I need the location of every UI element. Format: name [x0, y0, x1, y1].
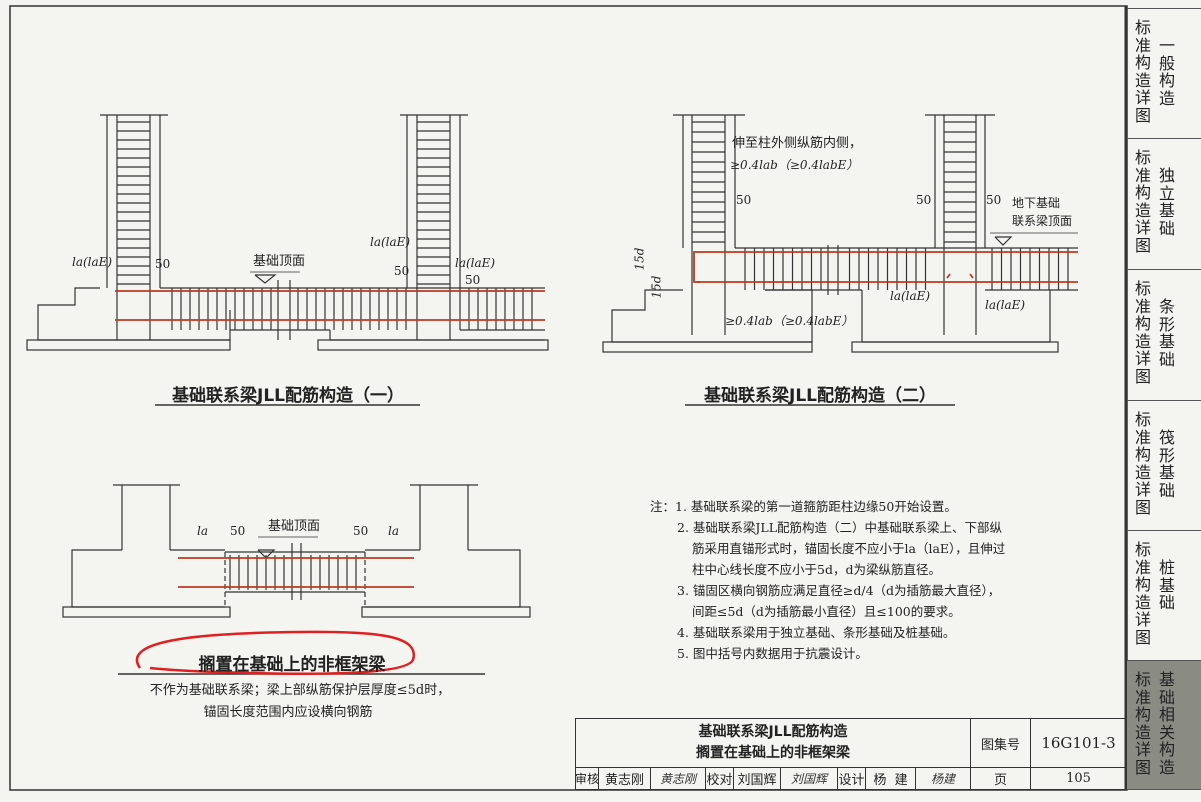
sidebar-item-label: 一般构造: [1159, 36, 1176, 108]
sidebar-item-foundation-related[interactable]: 标准构造详图基础相关构造: [1127, 660, 1201, 790]
diagram3-rebar: [178, 557, 414, 588]
notes: 注：1. 基础联系梁的第一道箍筋距柱边缘50开始设置。 2. 基础联系梁JLL配…: [650, 496, 1005, 664]
d2-fifty-a: 50: [736, 193, 752, 207]
d2-fifty-c: 50: [986, 193, 1002, 207]
checker-signature: 刘国辉: [780, 767, 838, 790]
d2-15d-1: 15d: [632, 247, 647, 271]
checker: 刘国辉: [733, 767, 781, 790]
sidebar-item-raft-foundation[interactable]: 标准构造详图筏形基础: [1127, 400, 1201, 530]
note-item: 2. 基础联系梁JLL配筋构造（二）中基础联系梁上、下部纵: [677, 520, 1003, 535]
d2-anchor-top: ≥0.4lab（≥0.4labE）: [730, 158, 859, 172]
title-line-1: 基础联系梁JLL配筋构造: [698, 724, 848, 740]
notes-prefix: 注：: [650, 499, 676, 514]
d2-la-left: la(laE): [890, 289, 931, 303]
red-annotation-ellipse: [135, 630, 416, 676]
d2-extend-note: 伸至柱外侧纵筋内侧，: [732, 136, 863, 151]
diagram3-subtitle-1: 不作为基础联系梁；梁上部纵筋保护层厚度≤5d时，: [149, 683, 451, 698]
check-label: 校对: [705, 767, 734, 790]
sidebar-item-left: 标准构造详图: [1135, 148, 1152, 255]
d1-la-right: la(laE): [455, 256, 496, 270]
designer: 杨 建: [865, 767, 916, 790]
note-item: 柱中心线长度不应小于5d，d为梁纵筋直径。: [692, 562, 941, 577]
d2-underground-top-1: 地下基础: [1012, 196, 1061, 210]
title-line-2: 搁置在基础上的非框架梁: [696, 745, 850, 761]
d3-fifty-right: 50: [353, 524, 369, 538]
sidebar-item-left: 标准构造详图: [1135, 670, 1152, 777]
d1-foundation-top: 基础顶面: [253, 254, 306, 269]
d3-la-right: la: [388, 524, 399, 538]
sidebar-item-label: 独立基础: [1159, 166, 1176, 238]
diagram2-rebar: [693, 251, 1078, 283]
d3-foundation-top: 基础顶面: [268, 519, 321, 534]
page-label: 页: [970, 767, 1031, 790]
note-item: 5. 图中括号内数据用于抗震设计。: [677, 646, 868, 661]
diagram3-title: 搁置在基础上的非框架梁: [198, 655, 386, 675]
note-item: 4. 基础联系梁用于独立基础、条形基础及桩基础。: [677, 625, 956, 640]
d2-15d-2: 15d: [649, 275, 664, 299]
diagram3-subtitle-2: 锚固长度范围内应设横向钢筋: [203, 705, 373, 720]
d3-fifty-left: 50: [230, 524, 246, 538]
d2-underground-top-2: 联系梁顶面: [1012, 214, 1073, 228]
reviewer-signature: 黄志刚: [650, 767, 706, 790]
atlas-label: 图集号: [970, 718, 1031, 768]
note-item: 1. 基础联系梁的第一道箍筋距柱边缘50开始设置。: [675, 499, 957, 514]
design-label: 设计: [837, 767, 866, 790]
d2-la-right: la(laE): [985, 298, 1026, 312]
sidebar-item-label: 桩基础: [1159, 558, 1176, 612]
atlas-number: 16G101-3: [1030, 718, 1127, 768]
diagram3-structure: [62, 484, 531, 675]
d2-anchor-bottom: ≥0.4lab（≥0.4labE）: [725, 314, 854, 328]
sidebar-item-strip-foundation[interactable]: 标准构造详图条形基础: [1127, 269, 1201, 400]
d1-la-left: la(laE): [72, 255, 113, 269]
page-number: 105: [1030, 767, 1127, 790]
d1-fifty-left: 50: [155, 257, 171, 271]
d2-fifty-b: 50: [916, 193, 932, 207]
diagram1-structure: [26, 114, 549, 351]
reviewer: 黄志刚: [598, 767, 651, 790]
designer-signature: 杨建: [915, 767, 971, 790]
d3-la-left: la: [197, 524, 208, 538]
sidebar-item-label: 基础相关构造: [1159, 670, 1176, 777]
d1-fifty-right: 50: [465, 273, 481, 287]
review-label: 审核: [575, 767, 599, 790]
sidebar-item-left: 标准构造详图: [1135, 279, 1152, 386]
sidebar-item-pile-foundation[interactable]: 标准构造详图桩基础: [1127, 530, 1201, 660]
diagram1-rebar: [115, 290, 545, 321]
note-item: 筋采用直锚形式时，锚固长度不应小于la（laE），且伸过: [692, 541, 1006, 556]
sidebar-item-left: 标准构造详图: [1135, 410, 1152, 517]
sidebar-item-left: 标准构造详图: [1135, 18, 1152, 125]
d1-fifty-mid: 50: [394, 264, 410, 278]
sidebar-item-label: 条形基础: [1159, 297, 1176, 369]
d1-la-mid: la(laE): [370, 235, 411, 249]
sidebar-item-left: 标准构造详图: [1135, 540, 1152, 647]
diagram1-stirrups: [117, 121, 533, 330]
title-block-title: 基础联系梁JLL配筋构造 搁置在基础上的非框架梁: [575, 718, 971, 768]
diagram1-title: 基础联系梁JLL配筋构造（一）: [172, 386, 404, 406]
note-item: 3. 锚固区横向钢筋应满足直径≥d/4（d为插筋最大直径），: [677, 583, 1001, 598]
sidebar-item-isolated-foundation[interactable]: 标准构造详图独立基础: [1127, 138, 1201, 269]
diagram2-stirrups: [692, 121, 1069, 290]
note-item: 间距≤5d（d为插筋最小直径）且≤100的要求。: [692, 604, 961, 619]
diagram2-title: 基础联系梁JLL配筋构造（二）: [704, 386, 936, 406]
sidebar-item-general[interactable]: 标准构造详图一般构造: [1127, 8, 1201, 138]
sidebar-item-label: 筏形基础: [1159, 428, 1176, 500]
diagram3-stirrups: [229, 555, 357, 590]
